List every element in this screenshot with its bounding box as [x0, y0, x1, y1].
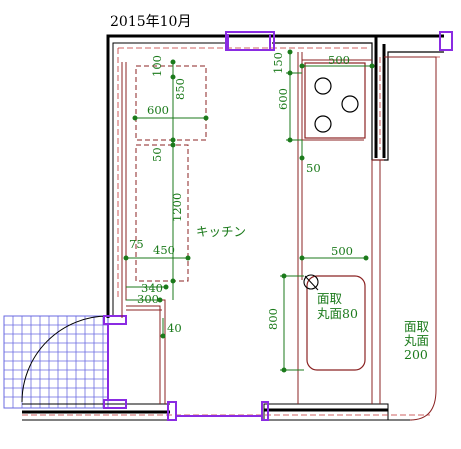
dim-lower-width: 450 — [153, 243, 175, 257]
dim-stove-width: 500 — [328, 53, 350, 67]
dim-stove-gap: 50 — [306, 161, 321, 175]
dim-sink-depth: 800 — [266, 308, 280, 330]
dim-lower-height: 1200 — [170, 193, 184, 222]
dim-stove-depth: 600 — [276, 88, 290, 110]
stove-burners — [314, 77, 359, 133]
plan-date: 2015年10月 — [110, 14, 191, 30]
dimension-lines — [123, 49, 375, 373]
drain-leader — [304, 275, 319, 291]
dim-upper-width: 600 — [147, 103, 169, 117]
dim-offset-75: 75 — [129, 237, 144, 251]
dim-gap-left: 50 — [150, 147, 164, 162]
floor-tile-grid — [3, 315, 109, 409]
sink-note-line2: 丸面80 — [317, 306, 358, 321]
sink-note-line1: 面取 — [317, 291, 343, 306]
door-swing-arc — [21, 315, 109, 403]
counter-note-line3: 200 — [404, 347, 428, 362]
counter-note-line2: 丸面 — [404, 333, 429, 348]
drain-icon — [303, 274, 319, 290]
windows — [103, 31, 453, 421]
kitchen-label: キッチン — [196, 224, 246, 239]
dim-upper-height: 850 — [173, 78, 187, 100]
dim-offset-40: 40 — [167, 321, 182, 335]
stove — [304, 62, 366, 139]
dim-sink-width: 500 — [331, 244, 353, 258]
walls — [22, 34, 444, 421]
dim-stove-top: 150 — [271, 52, 285, 74]
sink-basin — [306, 275, 366, 371]
burner-icon — [314, 77, 332, 95]
lower-shelf-outline — [135, 144, 189, 282]
burner-icon — [341, 95, 359, 113]
counter-note-line1: 面取 — [404, 319, 430, 334]
dim-offset-300: 300 — [137, 292, 159, 306]
dim-offset-340: 340 — [141, 281, 163, 295]
burner-icon — [314, 115, 332, 133]
dim-upper-top: 100 — [150, 55, 164, 77]
